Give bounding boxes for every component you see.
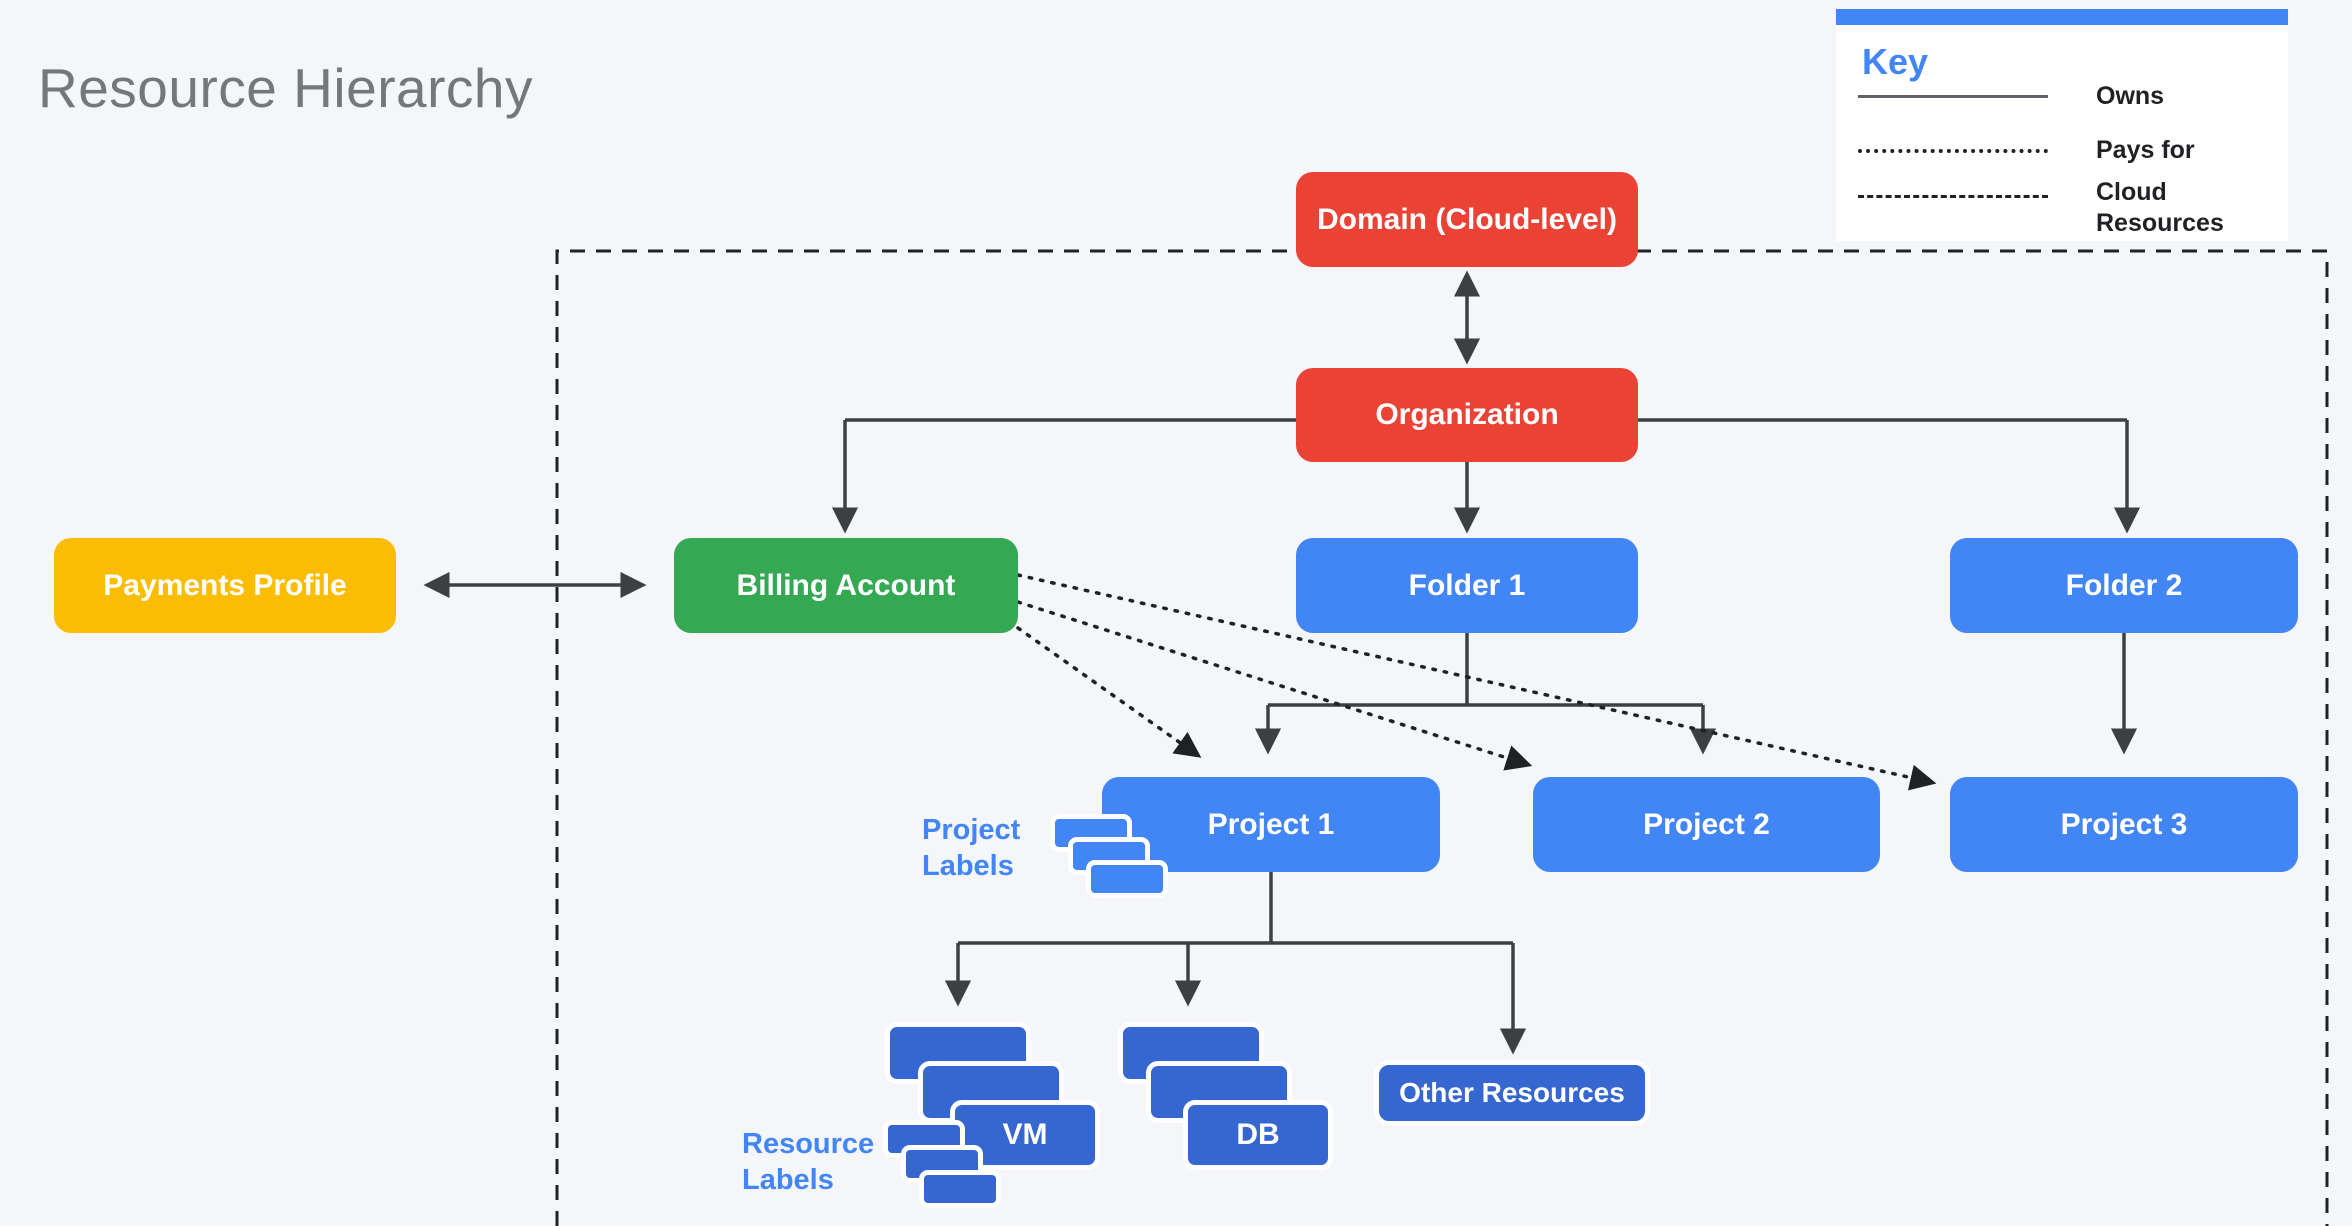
page-title: Resource Hierarchy <box>38 57 534 119</box>
label-card <box>1086 860 1168 898</box>
node-payments-profile: Payments Profile <box>54 538 396 633</box>
legend-owns-line-sample <box>1858 95 2048 98</box>
node-billing-account: Billing Account <box>674 538 1018 633</box>
node-project-2: Project 2 <box>1533 777 1880 872</box>
node-project-1: Project 1 <box>1102 777 1440 872</box>
legend-pays-for-line-sample <box>1858 149 2048 153</box>
resource-labels-line1: Resource <box>742 1128 875 1160</box>
legend-cloud-resources-line-sample <box>1858 195 2048 198</box>
label-card <box>919 1170 1001 1208</box>
legend-cloud-resources-label: Cloud Resources <box>2096 178 2224 237</box>
node-folder-1: Folder 1 <box>1296 538 1638 633</box>
node-domain: Domain (Cloud-level) <box>1296 172 1638 267</box>
legend-header-bar <box>1836 9 2288 25</box>
project-labels-line1: Project <box>922 814 1021 846</box>
node-db: DB <box>1183 1100 1333 1170</box>
pays-for-line-project2 <box>1016 600 1533 771</box>
resource-labels-line2: Labels <box>742 1164 834 1196</box>
legend-pays-for-label: Pays for <box>2096 136 2195 164</box>
node-folder-2: Folder 2 <box>1950 538 2298 633</box>
project-labels-line2: Labels <box>922 850 1014 882</box>
pays-for-line-project1 <box>1016 626 1202 758</box>
legend-key-box: Key Owns Pays for Cloud Resources <box>1836 9 2288 241</box>
project-labels-annotation: Project Labels <box>922 812 1020 884</box>
legend-owns-label: Owns <box>2096 82 2165 110</box>
node-other-resources: Other Resources <box>1374 1060 1650 1126</box>
node-organization: Organization <box>1296 368 1638 462</box>
node-project-3: Project 3 <box>1950 777 2298 872</box>
legend-heading: Key <box>1862 41 1929 82</box>
resource-labels-annotation: Resource Labels <box>742 1126 874 1198</box>
